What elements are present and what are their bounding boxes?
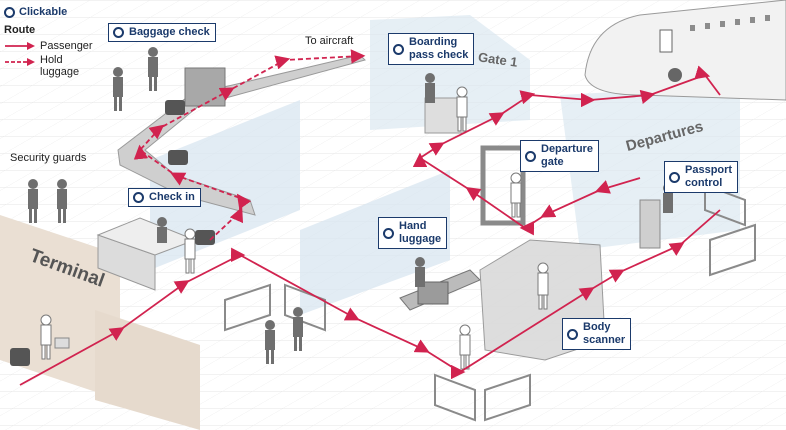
clickable-circle-icon <box>113 27 124 38</box>
security-guards-label: Security guards <box>10 152 87 164</box>
passport-control-button[interactable]: Passport control <box>664 161 739 193</box>
xray-machine <box>184 67 226 107</box>
departure-gate-button[interactable]: Departure gate <box>520 140 599 172</box>
check-in-button[interactable]: Check in <box>128 188 201 207</box>
clickable-circle-icon <box>4 6 15 18</box>
check-in-label: Check in <box>149 191 195 203</box>
legend-route-title: Route <box>4 24 36 36</box>
dashed-route-arrow-icon <box>5 58 35 66</box>
to-aircraft-label: To aircraft <box>305 35 354 47</box>
baggage-check-button[interactable]: Baggage check <box>108 23 216 42</box>
legend-passenger-label: Passenger <box>40 40 93 52</box>
clickable-circle-icon <box>133 192 144 203</box>
boarding-pass-check-label: Boarding pass check <box>409 36 469 61</box>
boarding-pass-check-button[interactable]: Boarding pass check <box>388 33 475 65</box>
hand-luggage-button[interactable]: Hand luggage <box>378 217 448 249</box>
departure-gate-label: Departure gate <box>541 143 593 168</box>
hand-luggage-label: Hand luggage <box>399 220 442 245</box>
clickable-circle-icon <box>393 43 404 55</box>
passenger-route-gate <box>412 65 721 236</box>
body-scanner-label: Body scanner <box>583 321 626 346</box>
route-arrow-icon <box>5 42 35 50</box>
baggage-check-label: Baggage check <box>129 26 210 38</box>
clickable-circle-icon <box>383 227 394 239</box>
clickable-circle-icon <box>669 171 680 183</box>
clickable-circle-icon <box>525 150 536 162</box>
clickable-circle-icon <box>567 328 578 340</box>
legend-clickable-label: Clickable <box>19 6 68 18</box>
passenger-route <box>19 209 721 386</box>
passport-control-label: Passport control <box>685 164 733 189</box>
legend: Clickable Route Passenger Hold luggage <box>4 4 93 82</box>
passport-kiosk <box>639 199 661 249</box>
body-scanner-button[interactable]: Body scanner <box>562 318 632 350</box>
legend-hold-luggage-label: Hold luggage <box>40 54 80 78</box>
